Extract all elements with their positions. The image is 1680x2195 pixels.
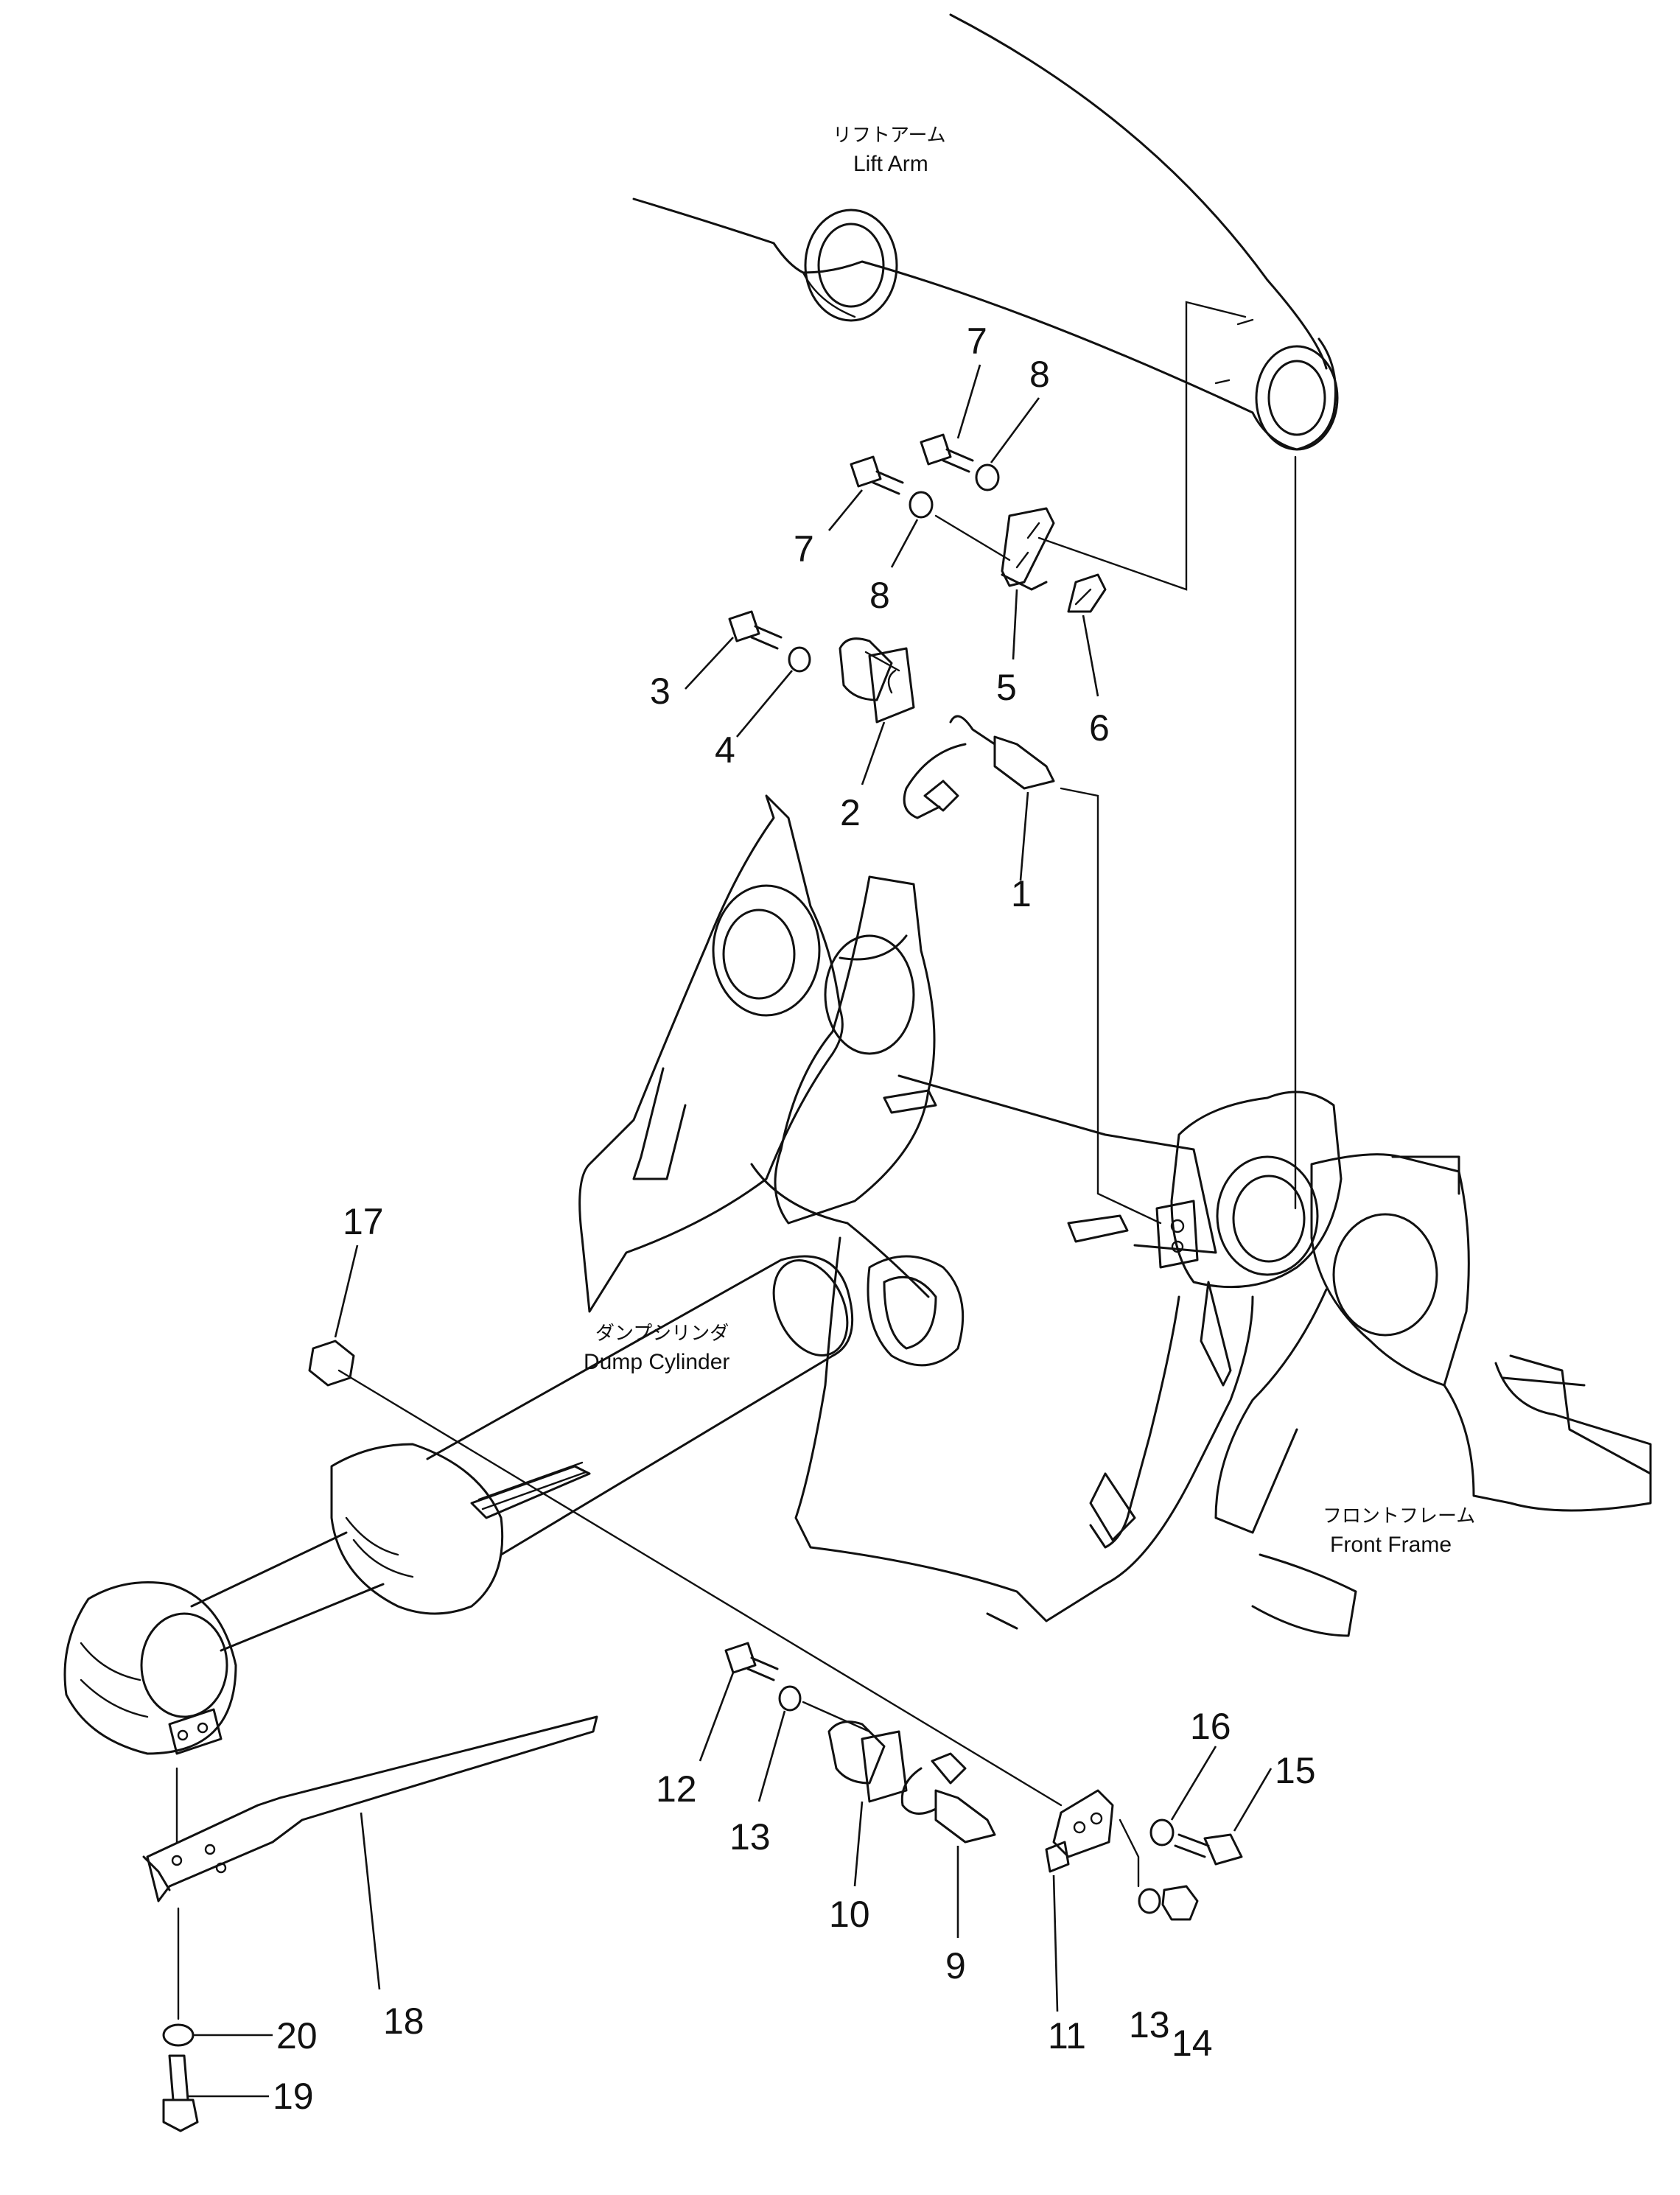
callout-7-upper: 7 xyxy=(967,321,987,362)
lift-arm-caption-jp: リフトアーム xyxy=(833,125,946,147)
part-6-clip xyxy=(1067,573,1107,613)
callout-6: 6 xyxy=(1089,707,1110,749)
part-5-bracket xyxy=(1001,507,1055,591)
part-7b-bolt xyxy=(850,455,904,495)
callout-12: 12 xyxy=(656,1768,697,1810)
part-16-washer xyxy=(1149,1818,1175,1846)
part-8b-washer xyxy=(909,491,934,519)
part-15-bolt xyxy=(1174,1833,1243,1866)
callout-14: 14 xyxy=(1172,2023,1213,2064)
part-19-bolt xyxy=(162,2054,199,2132)
callout-8-upper: 8 xyxy=(1029,354,1050,395)
part-2-magnet xyxy=(839,637,915,724)
part-10-magnet xyxy=(827,1720,908,1803)
dump-cylinder-caption-jp: ダンプシリンダ xyxy=(595,1323,729,1345)
part-18-guard xyxy=(142,1715,598,1902)
callout-7-lower: 7 xyxy=(794,528,814,570)
callout-4: 4 xyxy=(715,729,735,771)
front-frame-caption-jp: フロントフレーム xyxy=(1323,1505,1475,1527)
callout-15: 15 xyxy=(1275,1750,1316,1791)
part-13b-washer xyxy=(1138,1888,1161,1914)
callout-13-left: 13 xyxy=(729,1816,771,1858)
callout-2: 2 xyxy=(840,792,861,833)
lift-arm xyxy=(632,13,1339,451)
part-14-nut xyxy=(1161,1885,1199,1921)
callout-16: 16 xyxy=(1190,1706,1231,1747)
callout-17: 17 xyxy=(343,1201,384,1242)
dump-cylinder xyxy=(63,1255,854,1755)
callout-5: 5 xyxy=(996,667,1017,708)
part-4-washer xyxy=(788,646,811,673)
callout-19: 19 xyxy=(273,2076,314,2117)
part-17-nut xyxy=(308,1340,355,1387)
part-8a-washer xyxy=(975,463,1000,491)
part-12-bolt xyxy=(724,1642,779,1681)
dump-cylinder-caption-en: Dump Cylinder xyxy=(584,1350,729,1374)
front-frame-caption-en: Front Frame xyxy=(1330,1533,1452,1557)
part-7a-bolt xyxy=(920,433,974,473)
callout-1: 1 xyxy=(1011,873,1032,914)
part-3-bolt xyxy=(728,610,783,650)
callout-18: 18 xyxy=(383,2000,424,2042)
part-9-switch xyxy=(900,1752,996,1844)
part-11-bracket xyxy=(1045,1789,1114,1873)
part-20-washer xyxy=(162,2023,195,2047)
callout-11: 11 xyxy=(1048,2015,1086,2056)
callout-10: 10 xyxy=(829,1894,870,1935)
callout-3: 3 xyxy=(650,671,671,712)
callout-13-right: 13 xyxy=(1129,2004,1170,2045)
front-frame xyxy=(578,794,1652,1637)
callout-leaders xyxy=(188,364,1273,2098)
callout-8-lower: 8 xyxy=(869,575,890,616)
lift-arm-caption-en: Lift Arm xyxy=(853,152,928,176)
assembly-lines xyxy=(175,301,1297,2020)
part-1-switch xyxy=(903,715,1055,819)
callout-9: 9 xyxy=(945,1945,966,1986)
callout-20: 20 xyxy=(276,2015,318,2056)
part-13a-washer xyxy=(778,1685,802,1712)
